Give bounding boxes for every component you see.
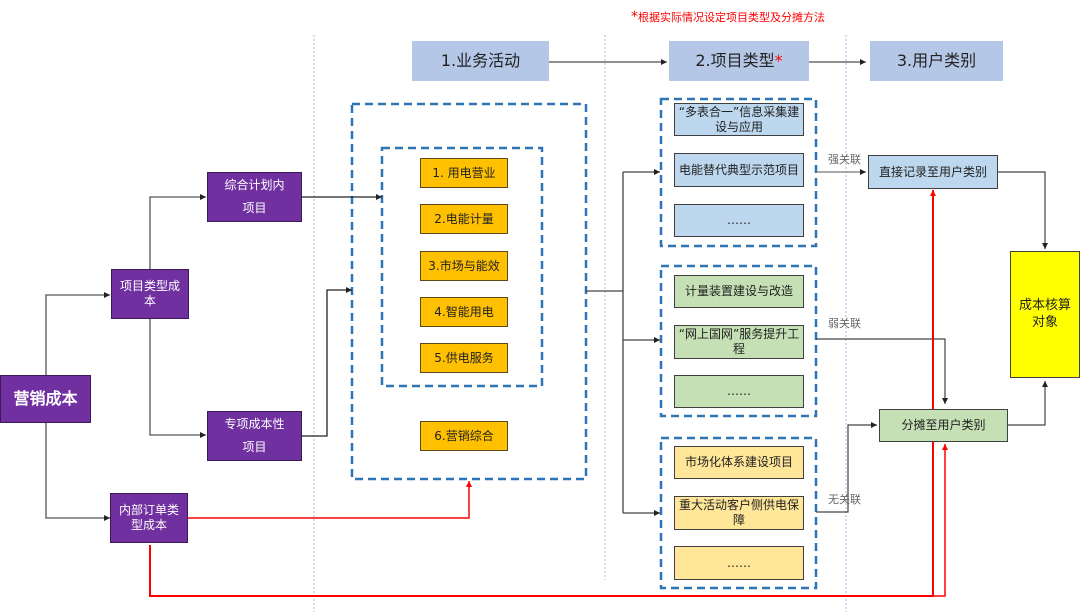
- project-item-label: “多表合一”信息采集建设与应用: [678, 104, 800, 134]
- node-special-project[interactable]: 专项成本性 项目: [207, 411, 302, 461]
- node-special-project-line2: 项目: [242, 440, 267, 454]
- activity-label: 3.市场与能效: [428, 258, 500, 273]
- project-item-label: ……: [727, 555, 751, 570]
- node-cost-object[interactable]: 成本核算对象: [1010, 251, 1080, 378]
- project-item-label: 市场化体系建设项目: [684, 455, 793, 469]
- header-user-category-label: 3.用户类别: [896, 51, 977, 70]
- connector: [149, 194, 206, 269]
- project-item-strong[interactable]: 电能替代典型示范项目: [674, 153, 804, 187]
- activity-item[interactable]: 2.电能计量: [420, 204, 508, 234]
- node-project-type-cost-label: 项目类型成本: [119, 279, 180, 308]
- node-plan-project-line2: 项目: [242, 201, 267, 215]
- connector: [45, 292, 110, 376]
- node-project-type-cost[interactable]: 项目类型成本: [111, 269, 189, 319]
- node-marketing-cost[interactable]: 营销成本: [0, 375, 91, 423]
- project-item-strong[interactable]: ……: [674, 204, 804, 237]
- activities-inner-container: [380, 146, 544, 388]
- note-star: *: [631, 9, 638, 25]
- none-group-container: [659, 436, 818, 590]
- node-internal-order-cost-label: 内部订单类型成本: [118, 503, 179, 532]
- project-item-label: “网上国网”服务提升工程: [678, 327, 800, 356]
- edge-label-none: 无关联: [828, 493, 861, 506]
- header-user-category: 3.用户类别: [870, 41, 1003, 81]
- activity-label: 2.电能计量: [434, 211, 494, 226]
- activity-item[interactable]: 3.市场与能效: [420, 251, 508, 281]
- activity-label: 4.智能用电: [434, 304, 494, 319]
- connector: [45, 423, 110, 521]
- weak-link: [816, 338, 948, 404]
- red-link-bottom: [149, 190, 936, 597]
- node-internal-order-cost[interactable]: 内部订单类型成本: [110, 493, 188, 543]
- project-item-none[interactable]: ……: [674, 546, 804, 580]
- activity-item[interactable]: 5.供电服务: [420, 343, 508, 373]
- project-item-weak[interactable]: 计量装置建设与改造: [674, 275, 804, 308]
- connector: [998, 171, 1048, 249]
- weak-group-container: [659, 264, 818, 418]
- project-item-label: ……: [727, 213, 751, 227]
- activity-item-6[interactable]: 6.营销综合: [420, 421, 508, 451]
- note-text: 根据实际情况设定项目类型及分摊方法: [638, 11, 825, 24]
- project-item-label: 计量装置建设与改造: [684, 284, 793, 298]
- project-item-weak[interactable]: “网上国网”服务提升工程: [674, 325, 804, 359]
- edge-label-strong: 强关联: [828, 153, 861, 166]
- header-project-type: 2.项目类型*: [669, 41, 809, 81]
- red-link-to-activity6: [186, 481, 472, 519]
- activity-item[interactable]: 1. 用电营业: [420, 158, 508, 188]
- project-item-none[interactable]: 重大活动客户侧供电保障: [674, 496, 804, 530]
- footnote-note: *根据实际情况设定项目类型及分摊方法: [631, 9, 825, 25]
- activity-label: 1. 用电营业: [432, 165, 496, 180]
- activity-label: 6.营销综合: [434, 428, 494, 443]
- node-direct-record-label: 直接记录至用户类别: [878, 164, 987, 179]
- activity-item[interactable]: 4.智能用电: [420, 297, 508, 327]
- none-link: [816, 422, 877, 513]
- header-project-type-label: 2.项目类型: [695, 51, 775, 70]
- project-item-label: 电能替代典型示范项目: [678, 162, 799, 177]
- node-plan-project-line1: 综合计划内: [224, 178, 285, 193]
- project-item-label: ……: [727, 384, 751, 398]
- connector: [302, 287, 352, 437]
- project-item-strong[interactable]: “多表合一”信息采集建设与应用: [674, 103, 804, 136]
- project-item-weak[interactable]: ……: [674, 375, 804, 408]
- node-marketing-cost-label: 营销成本: [13, 389, 78, 408]
- required-star: *: [774, 51, 783, 70]
- project-item-none[interactable]: 市场化体系建设项目: [674, 446, 804, 479]
- node-plan-project[interactable]: 综合计划内 项目: [207, 172, 302, 222]
- node-cost-object-label: 成本核算对象: [1018, 298, 1071, 330]
- edge-label-weak: 弱关联: [828, 317, 861, 330]
- connector: [149, 319, 206, 438]
- header-business-activity: 1.业务活动: [412, 41, 549, 81]
- node-direct-record[interactable]: 直接记录至用户类别: [868, 155, 998, 189]
- project-item-label: 重大活动客户侧供电保障: [678, 498, 799, 527]
- activity-label: 5.供电服务: [434, 350, 494, 365]
- node-special-project-line1: 专项成本性: [224, 417, 285, 432]
- connector: [1008, 381, 1048, 426]
- node-allocate[interactable]: 分摊至用户类别: [879, 409, 1008, 442]
- header-business-label: 1.业务活动: [440, 51, 521, 70]
- node-allocate-label: 分摊至用户类别: [901, 418, 986, 432]
- red-link-to-allocate: [933, 444, 948, 597]
